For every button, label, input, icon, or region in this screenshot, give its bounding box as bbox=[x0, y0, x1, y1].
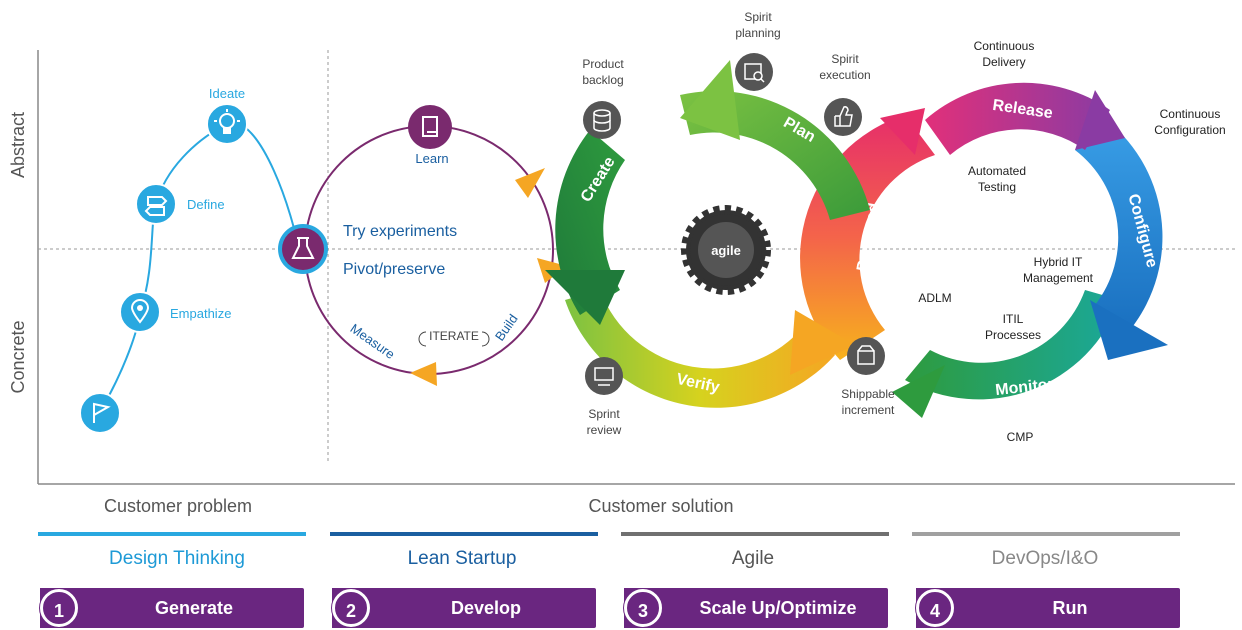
hybrid-it-line2: Management bbox=[1023, 271, 1094, 285]
database-icon bbox=[583, 101, 621, 139]
step-ideate: Ideate bbox=[209, 86, 245, 101]
step-define: Define bbox=[187, 197, 225, 212]
lean-try-label: Try experiments bbox=[343, 223, 457, 240]
presentation-icon bbox=[585, 357, 623, 395]
lean-learn-label: Learn bbox=[415, 151, 448, 166]
location-pin-icon bbox=[119, 291, 161, 333]
design-thinking-path: Ideate Define Empathize bbox=[79, 86, 299, 434]
continuous-delivery-line2: Delivery bbox=[982, 55, 1025, 69]
sprint-review-line2: review bbox=[587, 423, 622, 437]
thumbs-up-icon bbox=[824, 98, 862, 136]
phase-pill-run: 4 Run bbox=[916, 588, 1180, 628]
sprint-execution-line1: Spirit bbox=[831, 52, 859, 66]
lean-arrow-bottom bbox=[410, 362, 437, 386]
shippable-line2: increment bbox=[842, 403, 895, 417]
phase-title-agile: Agile bbox=[731, 548, 775, 569]
agile-center-label: agile bbox=[711, 243, 741, 258]
continuous-configuration-line1: Continuous bbox=[1160, 107, 1221, 121]
agile-ring: Create Plan Verify agile bbox=[545, 10, 895, 437]
design-thinking-curve bbox=[99, 121, 299, 413]
phase-title-design-thinking: Design Thinking bbox=[109, 548, 245, 569]
agile-verify-segment bbox=[565, 290, 835, 408]
step-empathize: Empathize bbox=[170, 306, 231, 321]
iterate-arrow-left bbox=[418, 331, 427, 347]
product-backlog-line2: backlog bbox=[582, 73, 623, 87]
phase-number-2: 2 bbox=[332, 589, 370, 627]
shippable-line1: Shippable bbox=[841, 387, 895, 401]
package-icon bbox=[847, 337, 885, 375]
phase-number-4: 4 bbox=[916, 589, 954, 627]
lean-measure-label: Measure bbox=[348, 321, 398, 362]
signpost-icon bbox=[135, 183, 177, 225]
phase-pill-generate: 1 Generate bbox=[40, 588, 304, 628]
phase-number-3: 3 bbox=[624, 589, 662, 627]
agile-verify-arrow bbox=[790, 310, 855, 375]
phase-line-devops bbox=[912, 532, 1180, 536]
automated-testing-line2: Testing bbox=[978, 180, 1016, 194]
phase-line-lean-startup bbox=[330, 532, 598, 536]
phase-label-develop: Develop bbox=[450, 598, 522, 618]
lean-startup-loop: Learn Try experiments Pivot/preserve Mea… bbox=[278, 105, 567, 386]
flask-icon bbox=[278, 224, 328, 274]
x-axis-label-solution: Customer solution bbox=[588, 496, 733, 516]
sprint-review-line1: Sprint bbox=[588, 407, 620, 421]
lean-arrow-top bbox=[515, 168, 545, 198]
phase-label-generate: Generate bbox=[154, 598, 234, 618]
lean-pivot-label: Pivot/preserve bbox=[343, 261, 445, 278]
itil-line2: Processes bbox=[985, 328, 1041, 342]
phase-pill-scale-up: 3 Scale Up/Optimize bbox=[624, 588, 888, 628]
phase-label-scale-up: Scale Up/Optimize bbox=[699, 598, 857, 618]
agile-create-segment bbox=[555, 130, 625, 315]
lean-iterate-label: ITERATE bbox=[429, 329, 479, 343]
devops-release-arrow bbox=[1075, 90, 1125, 150]
sprint-planning-line1: Spirit bbox=[744, 10, 772, 24]
devops-monitor-segment bbox=[905, 290, 1120, 400]
gear-icon: agile bbox=[681, 205, 771, 295]
lightbulb-icon bbox=[206, 103, 248, 145]
automated-testing-line1: Automated bbox=[968, 164, 1026, 178]
hybrid-it-line1: Hybrid IT bbox=[1034, 255, 1083, 269]
book-icon bbox=[408, 105, 452, 149]
x-axis-label-problem: Customer problem bbox=[104, 496, 252, 516]
devops-release-segment bbox=[925, 82, 1110, 155]
phase-pill-develop: 2 Develop bbox=[332, 588, 596, 628]
adlm-label: ADLM bbox=[918, 291, 951, 305]
calendar-search-icon bbox=[735, 53, 773, 91]
y-axis-label-concrete: Concrete bbox=[8, 320, 28, 393]
sprint-execution-line2: execution bbox=[819, 68, 870, 82]
cmp-label: CMP bbox=[1007, 430, 1034, 444]
devops-prepared-arrow bbox=[880, 108, 925, 155]
devops-ring: Release Configure Monitor Prepared Conti… bbox=[800, 39, 1226, 444]
devops-configure-arrow bbox=[1090, 300, 1168, 360]
devops-monitor-arrow bbox=[892, 365, 945, 418]
agile-plan-arrow bbox=[680, 60, 740, 140]
flag-icon bbox=[79, 392, 121, 434]
continuous-configuration-line2: Configuration bbox=[1154, 123, 1225, 137]
itil-line1: ITIL bbox=[1003, 312, 1024, 326]
phase-title-devops: DevOps/I&O bbox=[991, 548, 1099, 569]
sprint-planning-line2: planning bbox=[735, 26, 780, 40]
y-axis-label-abstract: Abstract bbox=[8, 112, 28, 178]
phase-label-run: Run bbox=[1052, 598, 1088, 618]
agile-create-arrow bbox=[545, 270, 625, 325]
phase-line-agile bbox=[621, 532, 889, 536]
phase-line-design-thinking bbox=[38, 532, 306, 536]
phase-title-lean-startup: Lean Startup bbox=[407, 548, 517, 569]
product-backlog-line1: Product bbox=[582, 57, 624, 71]
axes: Abstract Concrete Customer problem Custo… bbox=[8, 50, 1235, 516]
iterate-arrow-right bbox=[481, 331, 490, 347]
devops-monitor-label: Monitor bbox=[994, 376, 1054, 399]
phase-number-1: 1 bbox=[40, 589, 78, 627]
devops-configure-segment bbox=[1075, 115, 1163, 330]
continuous-delivery-line1: Continuous bbox=[974, 39, 1035, 53]
